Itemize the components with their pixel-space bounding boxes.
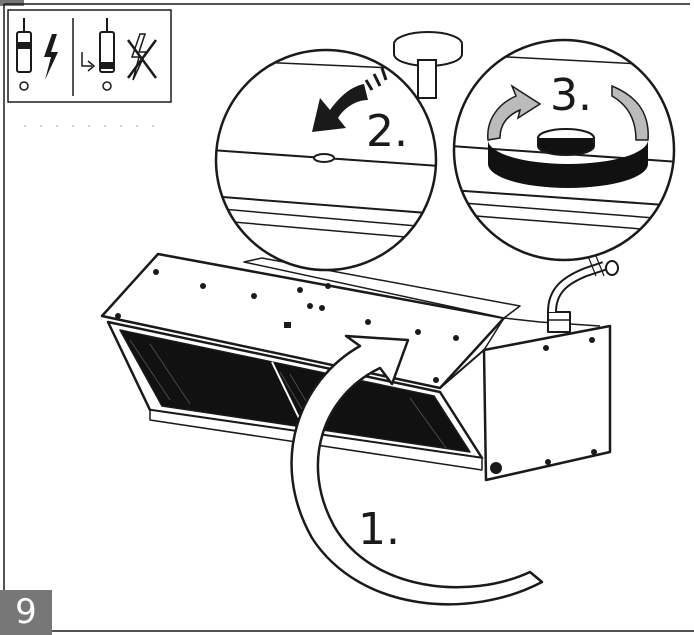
detail-circle-step2	[214, 48, 438, 272]
detail-circle-step3	[452, 38, 676, 262]
callout-step2: 2.	[366, 106, 408, 157]
rotation-arrow-step1	[290, 334, 544, 606]
heater-end-cap	[482, 324, 612, 482]
screw-hole	[313, 153, 335, 163]
top-corner-tab	[0, 0, 24, 6]
heater-unit	[100, 252, 619, 482]
rotation-band	[488, 140, 648, 188]
power-warning-panel	[7, 9, 172, 103]
step-number-badge: 9	[0, 590, 52, 635]
no-power-icon	[99, 18, 158, 91]
thumb-screw	[393, 31, 463, 99]
arrow-icon	[81, 52, 96, 72]
mounting-holes	[115, 269, 597, 474]
insert-arrow	[312, 84, 368, 132]
page-frame	[3, 3, 694, 632]
cable-gland	[547, 255, 619, 333]
callout-step3: 3.	[550, 70, 592, 121]
power-disconnect-icon	[16, 18, 58, 91]
callout-step1: 1.	[358, 504, 400, 555]
